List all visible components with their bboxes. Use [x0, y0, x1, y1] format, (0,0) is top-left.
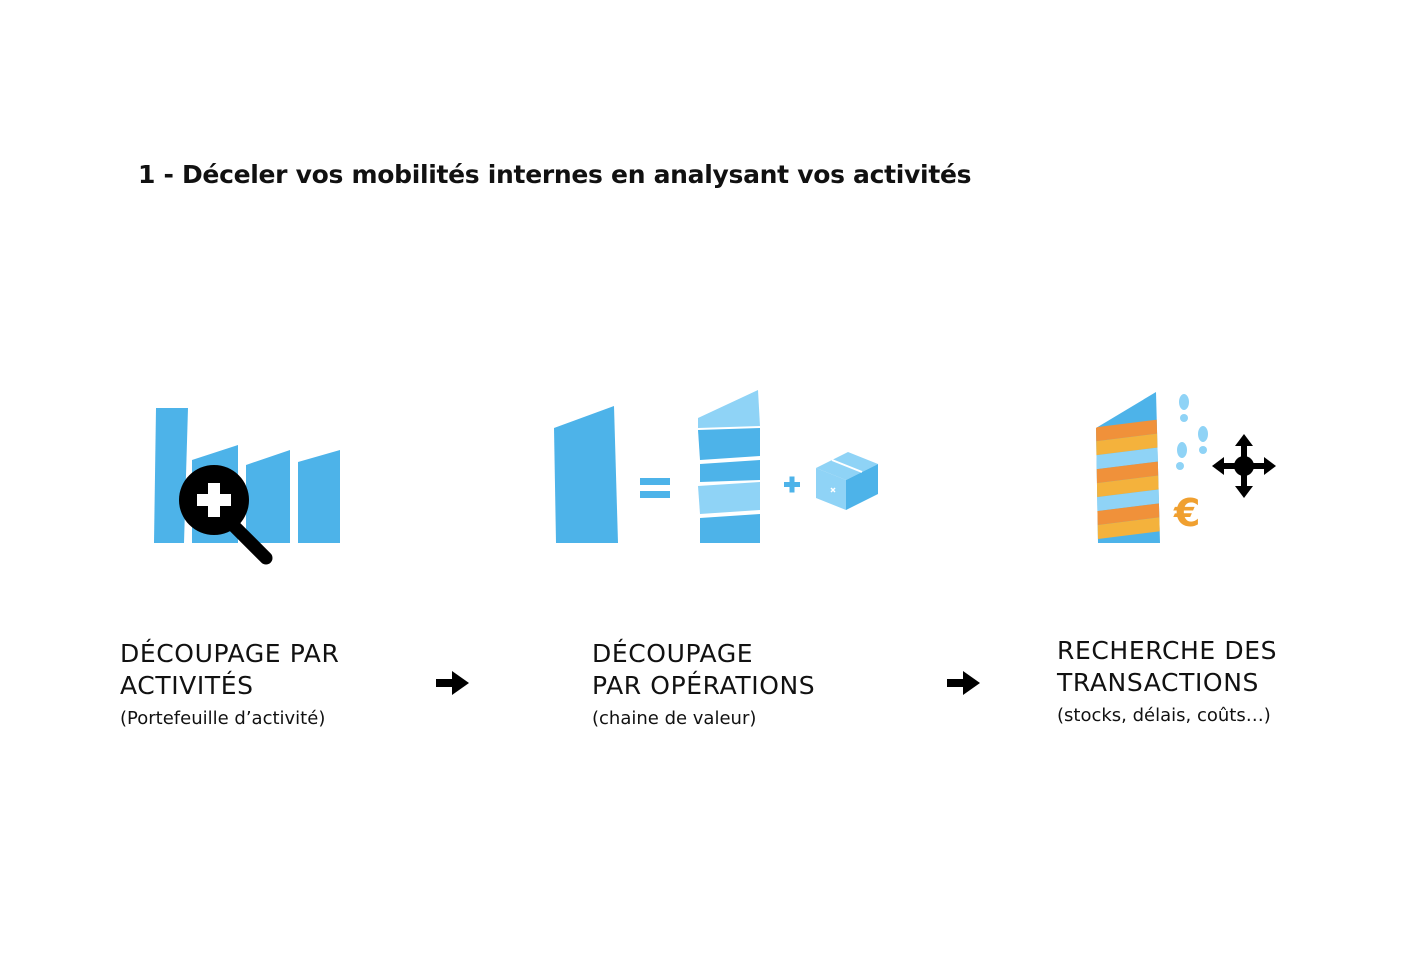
step-subtitle: (stocks, délais, coûts…)	[1057, 705, 1271, 726]
step-subtitle: (Portefeuille d’activité)	[120, 708, 326, 729]
step-title-line1: RECHERCHE DES	[1057, 636, 1278, 665]
step-transactions: RECHERCHE DES TRANSACTIONS (stocks, déla…	[1057, 635, 1277, 731]
page-title: 1 - Déceler vos mobilités internes en an…	[138, 160, 972, 189]
step-title-line2: TRANSACTIONS	[1057, 668, 1259, 697]
svg-text:€: €	[1173, 491, 1200, 535]
arrow-right-icon	[436, 671, 469, 695]
step-activites: DÉCOUPAGE PAR ACTIVITÉS (Portefeuille d’…	[120, 638, 339, 734]
step-subtitle: (chaine de valeur)	[592, 708, 757, 729]
factory-magnifier-icon	[154, 408, 340, 565]
building-equals-floors-plus-box-icon	[554, 390, 878, 543]
arrow-right-icon	[947, 671, 980, 695]
step-title-line1: DÉCOUPAGE PAR	[120, 639, 340, 668]
striped-building-footsteps-euro-move-icon: €	[1096, 392, 1276, 543]
step-operations: DÉCOUPAGE PAR OPÉRATIONS (chaine de vale…	[592, 638, 815, 734]
step-title-line2: PAR OPÉRATIONS	[592, 671, 816, 700]
step-title-line1: DÉCOUPAGE	[592, 639, 754, 668]
step-title-line2: ACTIVITÉS	[120, 671, 254, 700]
